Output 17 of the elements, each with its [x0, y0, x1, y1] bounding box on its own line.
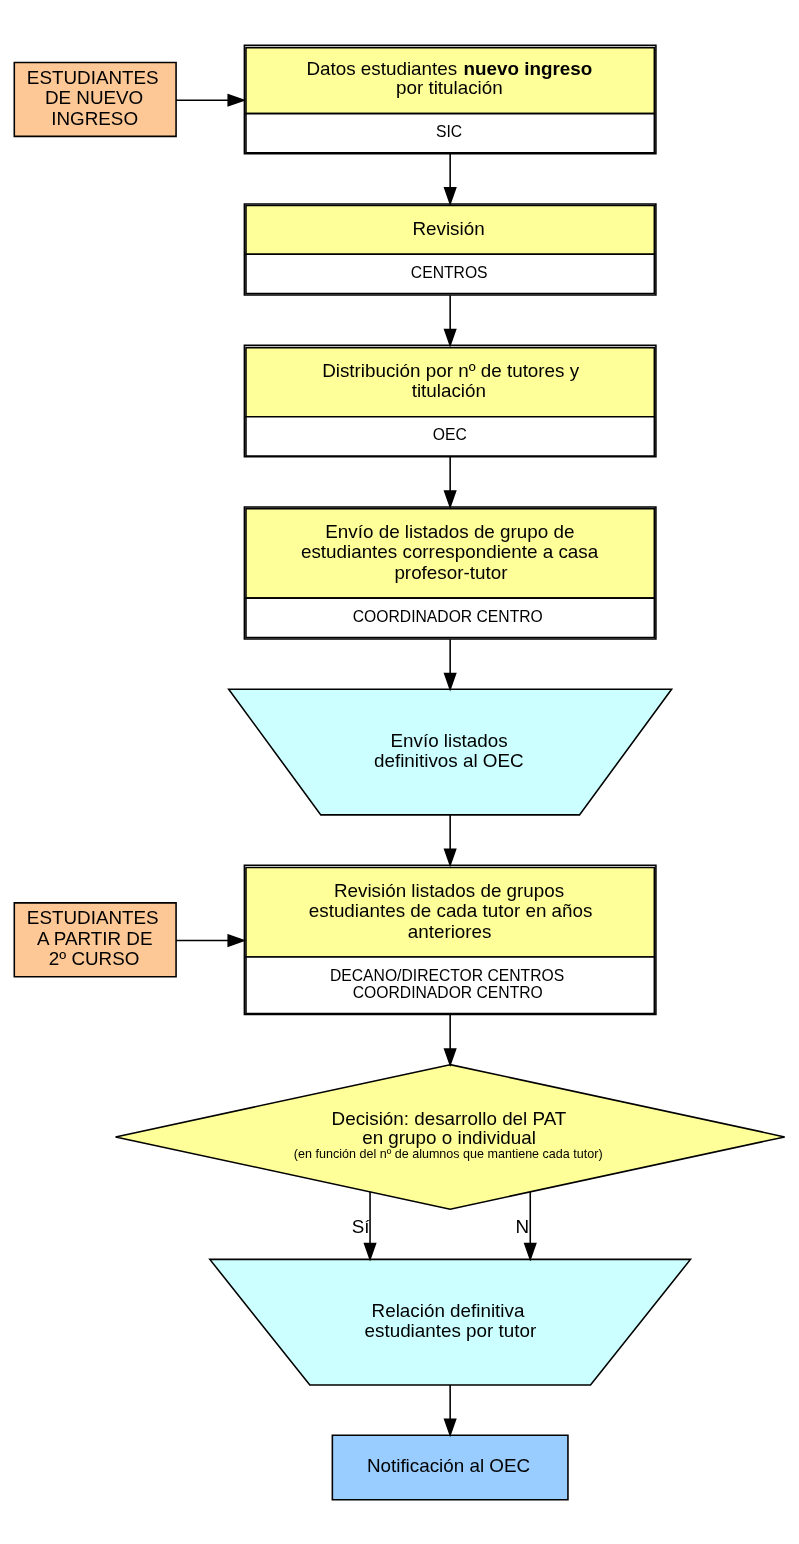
arrow	[443, 455, 457, 509]
arrow	[175, 93, 247, 107]
edge-label: N	[515, 1215, 530, 1237]
arrow	[175, 933, 247, 947]
node-box: Notificación al OEC	[331, 1434, 569, 1500]
arrow	[363, 1190, 377, 1262]
edge-label: Sí	[351, 1215, 370, 1237]
arrow	[443, 152, 457, 206]
arrow	[523, 1190, 537, 1262]
arrow	[443, 637, 457, 692]
arrow	[443, 294, 457, 347]
node-box: ESTUDIANTES A PARTIR DE 2º CURSO	[13, 901, 177, 977]
node-diamond: Decisión: desarrollo del PAT en grupo o individual (en función del nº de alumnos que mantiene cada tutor)	[114, 1063, 786, 1210]
node-box: ESTUDIANTES DE NUEVO INGRESO	[13, 61, 177, 137]
arrow	[443, 813, 457, 867]
arrow	[443, 1013, 457, 1067]
arrow	[443, 1383, 457, 1437]
